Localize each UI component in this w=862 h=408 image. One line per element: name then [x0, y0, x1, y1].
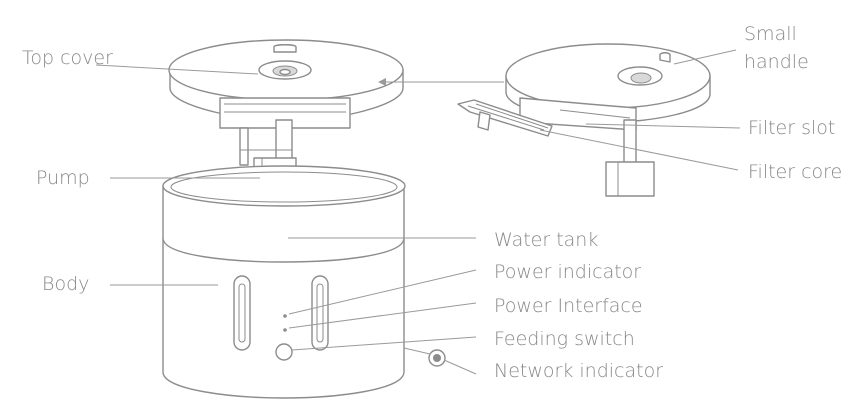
- label-small-handle-line1: Small: [744, 23, 797, 45]
- leader-lines: [95, 49, 741, 375]
- feeding-switch-button[interactable]: [275, 343, 293, 361]
- label-small-handle-line2: handle: [744, 51, 809, 73]
- power-indicator-light: [283, 314, 287, 318]
- label-top-cover: Top cover: [22, 47, 113, 69]
- label-power-interface: Power Interface: [494, 295, 643, 317]
- label-water-tank: Water tank: [494, 229, 598, 251]
- power-interface-port: [283, 328, 287, 332]
- label-pump: Pump: [36, 167, 90, 189]
- top-cover-side-view: [505, 43, 711, 197]
- body: [162, 165, 446, 399]
- top-cover: [168, 39, 404, 187]
- label-feeding-switch: Feeding switch: [494, 328, 635, 350]
- label-power-indicator: Power indicator: [494, 261, 641, 283]
- label-filter-core: Filter core: [748, 161, 842, 183]
- label-network-indicator: Network indicator: [494, 360, 663, 382]
- label-filter-slot: Filter slot: [748, 117, 835, 139]
- labels: Top cover Small handle Filter slot Filte…: [22, 23, 842, 382]
- label-body: Body: [42, 273, 89, 295]
- filter-core: [457, 99, 553, 137]
